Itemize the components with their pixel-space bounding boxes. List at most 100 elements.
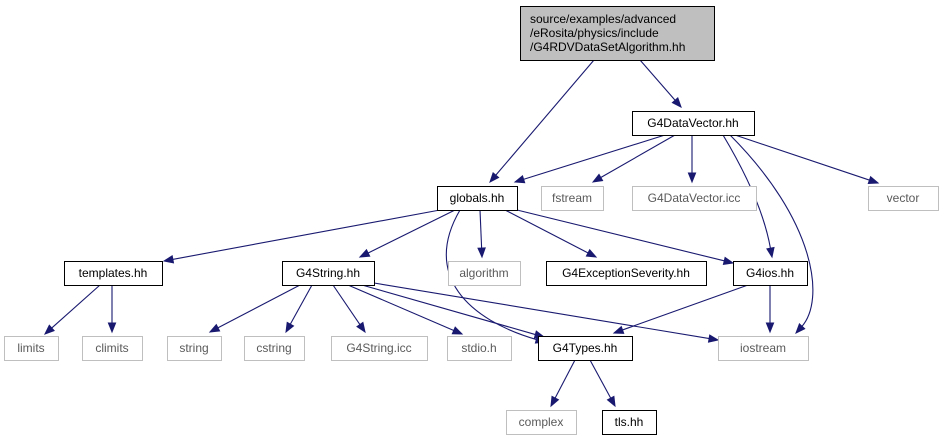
edge-arrowhead	[162, 254, 175, 264]
node-globals[interactable]: globals.hh	[437, 186, 518, 211]
node-box	[602, 410, 657, 435]
node-label: climits	[95, 341, 128, 355]
node-g4datavector[interactable]: G4DataVector.hh	[632, 111, 755, 136]
node-label: string	[179, 341, 208, 355]
edge-arrowhead	[489, 171, 500, 184]
edge-arrowhead	[550, 395, 560, 408]
node-g4ios[interactable]: G4ios.hh	[733, 261, 808, 286]
node-algorithm: algorithm	[448, 261, 521, 286]
edge-arrowhead	[477, 247, 486, 259]
edge-arrowhead	[671, 97, 682, 109]
node-label: G4String.icc	[346, 341, 411, 355]
node-label: tls.hh	[615, 415, 644, 429]
node-box	[331, 336, 428, 361]
edge-line	[522, 134, 666, 181]
node-iostream: iostream	[718, 336, 809, 361]
edge-root-to-globals	[489, 59, 595, 184]
node-box	[167, 336, 222, 361]
node-g4string-icc: G4String.icc	[331, 336, 428, 361]
node-label: vector	[887, 191, 920, 205]
edge-arrowhead	[513, 175, 526, 184]
edge-g4types-to-complex	[550, 359, 576, 408]
node-fstream: fstream	[541, 186, 604, 211]
edge-globals-to-g4string	[358, 209, 456, 258]
edge-g4string-to-stdio	[347, 284, 464, 335]
edge-g4string-to-g4string_icc	[332, 284, 366, 334]
edge-line	[621, 284, 749, 331]
edge-g4datavector-to-fstream	[591, 134, 676, 183]
node-label: globals.hh	[450, 191, 505, 205]
edge-arrowhead	[765, 322, 775, 334]
edge-g4datavector-to-globals	[513, 134, 666, 184]
node-label: algorithm	[459, 266, 508, 280]
node-label: G4ExceptionSeverity.hh	[562, 266, 690, 280]
node-g4types[interactable]: G4Types.hh	[538, 336, 633, 361]
edge-line	[554, 359, 576, 400]
edge-line	[332, 284, 361, 326]
node-box	[868, 186, 939, 211]
node-root[interactable]: source/examples/advanced/eRosita/physics…	[520, 6, 715, 61]
edge-line	[445, 209, 538, 341]
edges-layer	[44, 59, 880, 408]
edge-line	[479, 209, 483, 250]
edge-g4ios-to-g4types	[612, 284, 749, 334]
edge-line	[50, 284, 101, 330]
edge-line	[494, 59, 595, 177]
node-string: string	[167, 336, 222, 361]
edge-arrowhead	[707, 334, 720, 343]
node-label: G4DataVector.hh	[647, 116, 738, 130]
node-label: G4DataVector.icc	[648, 191, 741, 205]
edge-globals-to-g4ios	[516, 209, 735, 266]
node-box	[82, 336, 143, 361]
node-box	[4, 336, 59, 361]
edge-globals-to-templates	[162, 209, 441, 264]
edge-line	[729, 134, 814, 328]
edge-arrowhead	[722, 256, 735, 266]
node-limits: limits	[4, 336, 59, 361]
node-label: complex	[519, 415, 564, 429]
edge-arrowhead	[766, 246, 775, 259]
edge-line	[361, 284, 537, 336]
edge-line	[347, 284, 455, 332]
node-tls[interactable]: tls.hh	[602, 410, 657, 435]
node-box	[506, 410, 577, 435]
edge-g4types-to-tls	[589, 359, 616, 408]
edge-line	[639, 59, 677, 102]
node-label: stdio.h	[461, 341, 496, 355]
node-box	[733, 261, 808, 286]
node-box	[282, 261, 375, 286]
node-stdio: stdio.h	[447, 336, 512, 361]
node-label: G4ios.hh	[746, 266, 794, 280]
node-box	[437, 186, 518, 211]
edge-g4ios-to-iostream	[765, 285, 775, 334]
node-box	[447, 336, 512, 361]
node-box	[520, 6, 715, 61]
node-label: source/examples/advanced	[530, 12, 676, 26]
edge-templates-to-climits	[107, 285, 117, 334]
node-complex: complex	[506, 410, 577, 435]
edge-arrowhead	[591, 173, 604, 183]
edge-arrowhead	[356, 321, 366, 334]
edge-line	[366, 209, 456, 254]
node-g4datavector-icc: G4DataVector.icc	[632, 186, 757, 211]
node-g4exceptionseverity[interactable]: G4ExceptionSeverity.hh	[546, 261, 707, 286]
node-box	[64, 261, 163, 286]
edge-globals-to-algorithm	[477, 209, 486, 259]
node-label: G4Types.hh	[553, 341, 618, 355]
edge-line	[289, 284, 313, 326]
node-box	[448, 261, 521, 286]
edge-arrowhead	[451, 326, 464, 335]
edge-g4datavector-to-vector	[734, 134, 880, 185]
edge-arrowhead	[867, 175, 880, 185]
edge-line	[589, 359, 612, 400]
edge-arrowhead	[585, 248, 598, 258]
edge-line	[504, 209, 590, 254]
node-label: /G4RDVDataSetAlgorithm.hh	[530, 40, 685, 54]
edge-arrowhead	[612, 325, 625, 334]
node-label: G4String.hh	[296, 266, 360, 280]
node-box	[541, 186, 604, 211]
node-g4string[interactable]: G4String.hh	[282, 261, 375, 286]
node-templates[interactable]: templates.hh	[64, 261, 163, 286]
node-label: templates.hh	[79, 266, 148, 280]
